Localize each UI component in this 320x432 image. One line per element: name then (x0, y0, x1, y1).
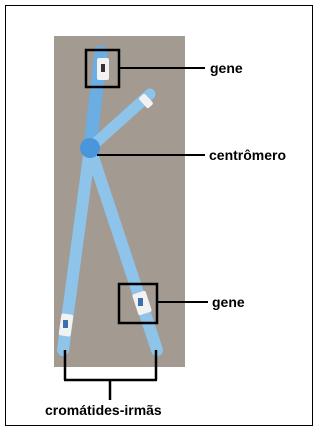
gene-band-top (97, 58, 109, 80)
chromatid-left (57, 45, 108, 356)
label-gene-bottom: gene (212, 294, 245, 310)
gene-box-bottom (117, 282, 159, 325)
centromere (80, 138, 100, 158)
sister-chromatids-bracket (63, 350, 158, 400)
gene-band-bottom-right (132, 290, 152, 316)
label-centromere: centrômero (209, 147, 287, 163)
label-sister-chromatids: cromátides-irmãs (45, 402, 162, 418)
label-gene-top: gene (210, 60, 243, 76)
gene-band-right-arm (139, 93, 153, 109)
chromatid-right (84, 88, 163, 356)
gene-band-bottom-left (58, 313, 74, 337)
diagram-frame (5, 5, 313, 426)
